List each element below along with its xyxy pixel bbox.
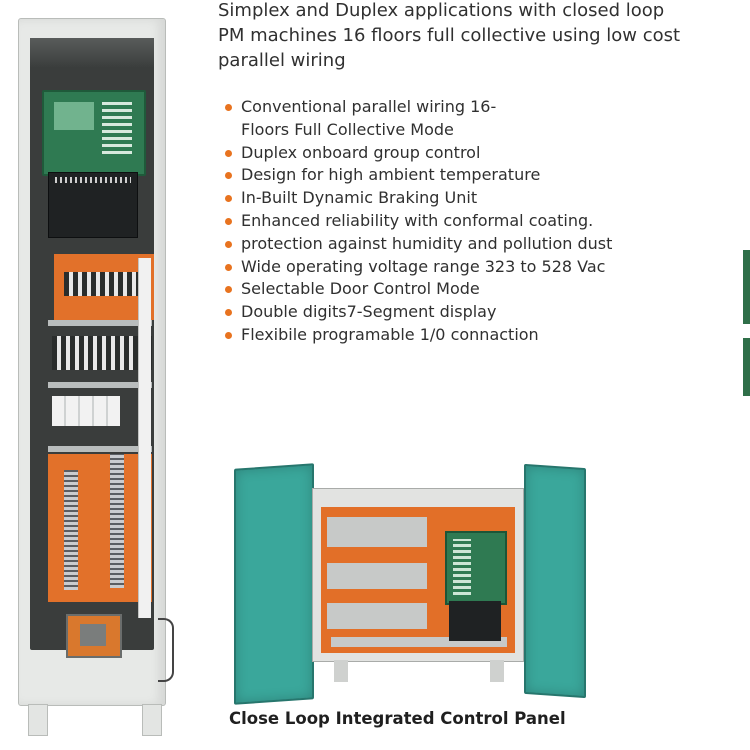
feature-text: protection against humidity and pollutio… [241,233,613,253]
cropped-product-image-bottom [743,338,750,396]
panel-mounting-plate [321,507,515,653]
feature-text: Flexibile programable 1/0 connaction [241,324,539,344]
panel-door-left [234,463,314,705]
bullet-dot-icon [225,286,232,294]
bullet-dot-icon [225,195,232,203]
cabinet-legs [26,704,162,736]
feature-text: Conventional parallel wiring 16- [241,97,497,116]
feature-text: Duplex onboard group control [241,142,481,162]
terminal-strip-right [110,454,124,588]
bullet-dot-icon [225,309,232,317]
feature-item: protection against humidity and pollutio… [223,233,743,256]
feature-item: Wide operating voltage range 323 to 528 … [223,256,743,279]
panel-caption: Close Loop Integrated Control Panel [229,709,566,728]
feature-text: In-Built Dynamic Braking Unit [241,188,478,208]
inverter-drive [48,172,138,238]
panel-foot-left [334,660,348,682]
intro-line: PM machines 16 floors full collective us… [218,25,681,46]
din-rail-1 [48,320,152,326]
cropped-product-image-top [743,250,750,324]
bullet-dot-icon [225,149,232,157]
bullet-dot-icon [225,217,232,225]
transformer [66,614,122,658]
panel-foot-right [490,660,504,682]
feature-item: Selectable Door Control Mode [223,278,743,301]
feature-text: Floors Full Collective Mode [241,119,454,139]
intro-line: parallel wiring [218,50,346,71]
din-rail-2 [48,382,152,388]
main-control-board [42,90,146,176]
feature-item: Duplex onboard group control [223,142,743,165]
feature-item: Conventional parallel wiring 16- Floors F… [223,96,743,142]
panel-drive [449,601,501,641]
bullet-dot-icon [225,172,232,180]
component-tray-2 [327,563,427,589]
panel-control-board [445,531,507,605]
feature-item: Flexibile programable 1/0 connaction [223,324,743,347]
feature-text: Double digits7-Segment display [241,302,497,322]
panel-feet [334,660,504,682]
din-rail-3 [48,446,152,452]
tall-control-cabinet-image [18,18,174,736]
integrated-control-panel-image [226,458,586,705]
bullet-dot-icon [225,263,232,271]
component-tray-3 [327,603,427,629]
feature-item: In-Built Dynamic Braking Unit [223,187,743,210]
feature-text: Wide operating voltage range 323 to 528 … [241,256,606,276]
feature-text: Selectable Door Control Mode [241,279,480,299]
relay-row-upper [64,272,144,296]
panel-door-right [524,463,586,699]
feature-item: Double digits7-Segment display [223,301,743,324]
panel-enclosure [312,488,524,662]
power-cable [158,618,174,682]
component-tray-1 [327,517,427,547]
cabinet-top-shadow [30,38,154,68]
intro-paragraph: Simplex and Duplex applications with clo… [218,0,750,73]
bottom-terminal-rail [331,637,507,647]
cabinet-door-edge [138,258,151,618]
feature-item: Design for high ambient temperature [223,164,743,187]
intro-line: Simplex and Duplex applications with clo… [218,0,665,21]
relay-row-middle [52,336,152,370]
circuit-breakers [52,396,120,426]
terminal-strip-left [64,470,78,590]
feature-text: Design for high ambient temperature [241,165,541,185]
bullet-dot-icon [225,331,232,339]
feature-list: Conventional parallel wiring 16- Floors F… [223,96,743,347]
bullet-dot-icon [225,240,232,248]
feature-item: Enhanced reliability with conformal coat… [223,210,743,233]
cabinet-leg-left [28,704,48,736]
cabinet-leg-right [142,704,162,736]
bullet-dot-icon [225,104,232,111]
feature-text: Enhanced reliability with conformal coat… [241,210,594,230]
